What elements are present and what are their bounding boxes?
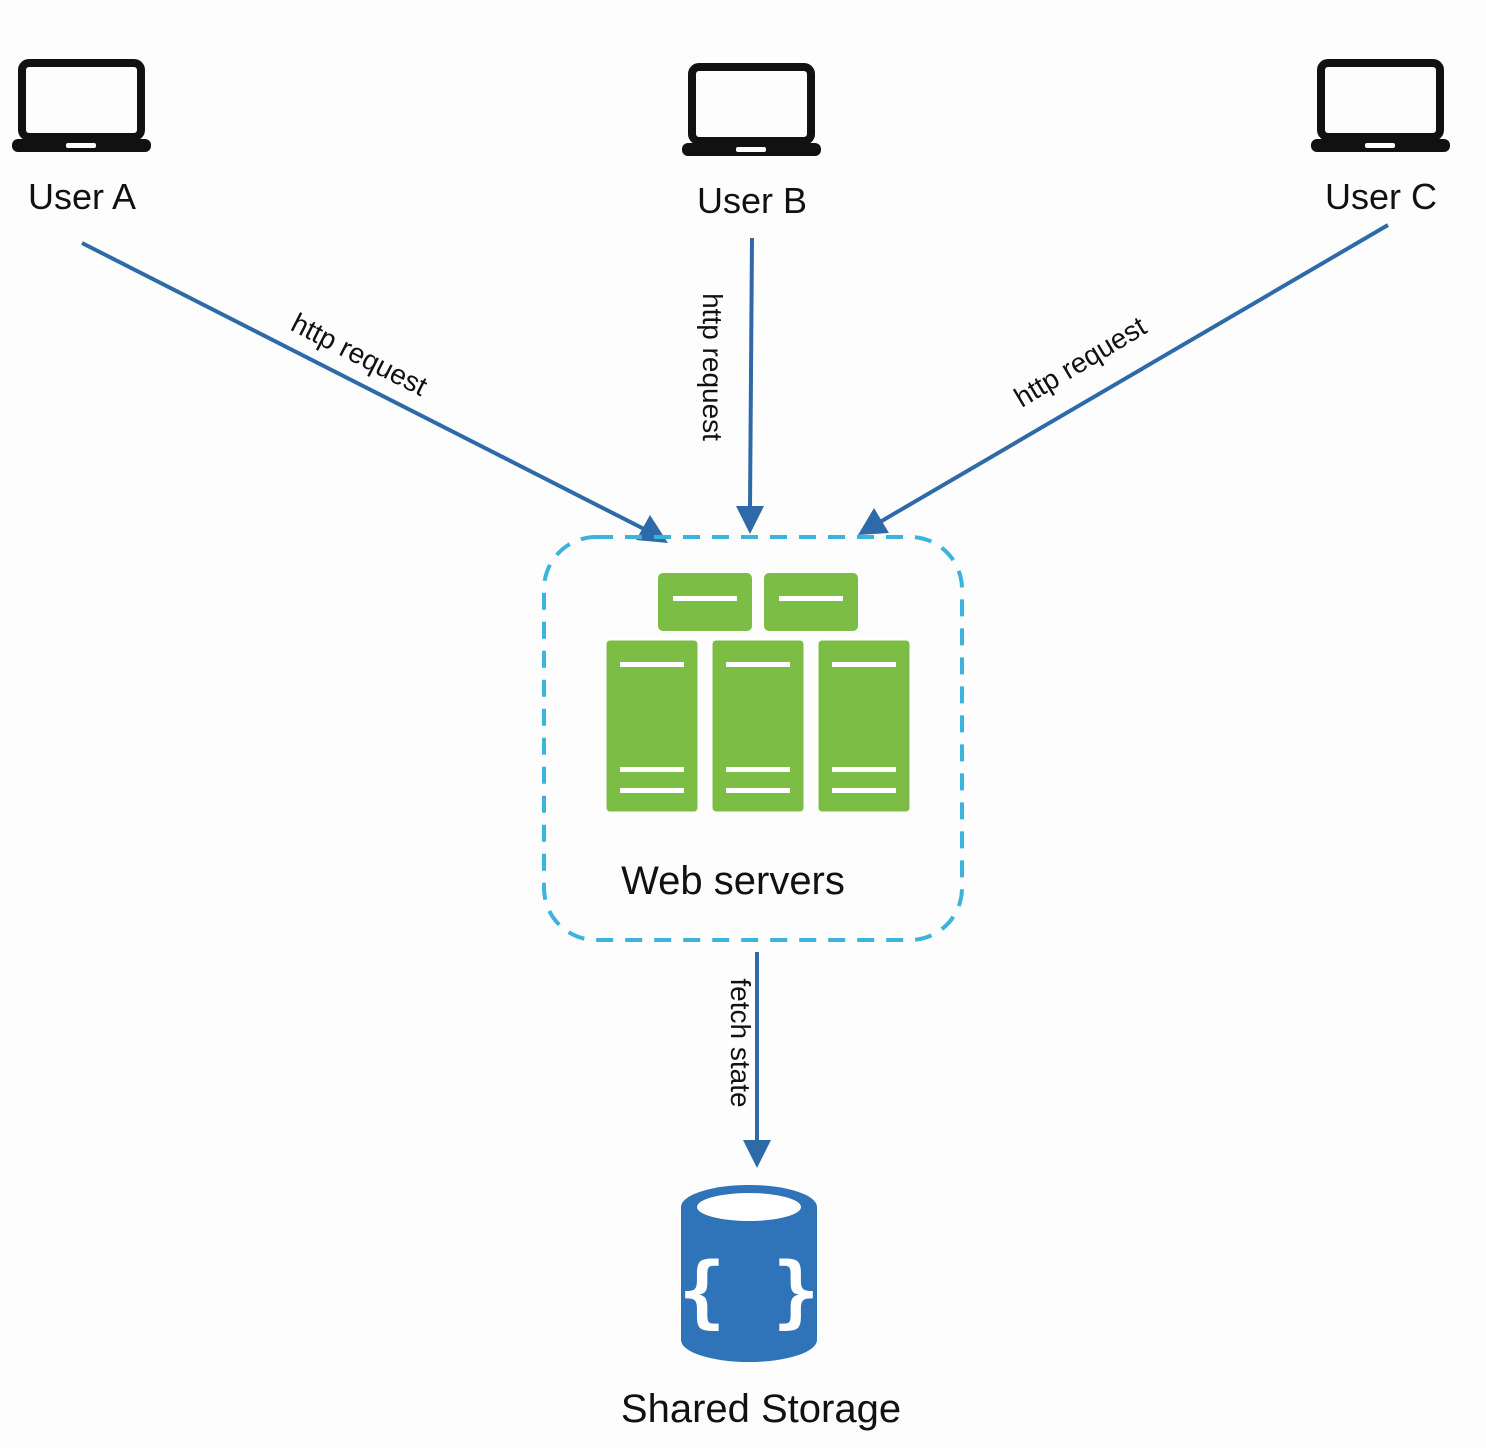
edge-label: fetch state — [725, 978, 756, 1107]
user-c-label: User C — [1325, 176, 1437, 217]
user-c-node: User C — [1311, 59, 1450, 217]
edge-web-to-storage: fetch state — [725, 952, 771, 1168]
user-a-label: User A — [28, 176, 136, 217]
shared-storage-label: Shared Storage — [621, 1387, 901, 1431]
edge-label: http request — [286, 307, 432, 402]
arrowhead-icon — [736, 506, 764, 534]
arrow-line — [748, 237, 754, 509]
web-servers-group-border — [542, 535, 964, 942]
laptop-icon — [12, 59, 151, 152]
edge-label: http request — [1009, 310, 1152, 413]
svg-text:{ }: { } — [679, 1247, 820, 1337]
arrowhead-icon — [743, 1140, 771, 1168]
database-icon: { } — [679, 1185, 820, 1362]
laptop-icon — [682, 63, 821, 156]
web-servers-node: Web servers — [542, 535, 964, 942]
arrowhead-icon — [858, 508, 889, 535]
arrow-line — [878, 223, 1390, 524]
edge-user-c-to-web: http request — [858, 223, 1390, 535]
web-servers-label: Web servers — [621, 859, 845, 903]
edge-user-a-to-web: http request — [81, 241, 668, 543]
server-cluster-icon — [603, 573, 913, 815]
shared-storage-node: { } Shared Storage — [621, 1185, 901, 1431]
user-b-label: User B — [697, 180, 807, 221]
arrow-line — [81, 241, 647, 532]
user-b-node: User B — [682, 63, 821, 221]
edge-label: http request — [697, 293, 728, 441]
edge-user-b-to-web: http request — [697, 237, 764, 534]
laptop-icon — [1311, 59, 1450, 152]
user-a-node: User A — [12, 59, 151, 217]
